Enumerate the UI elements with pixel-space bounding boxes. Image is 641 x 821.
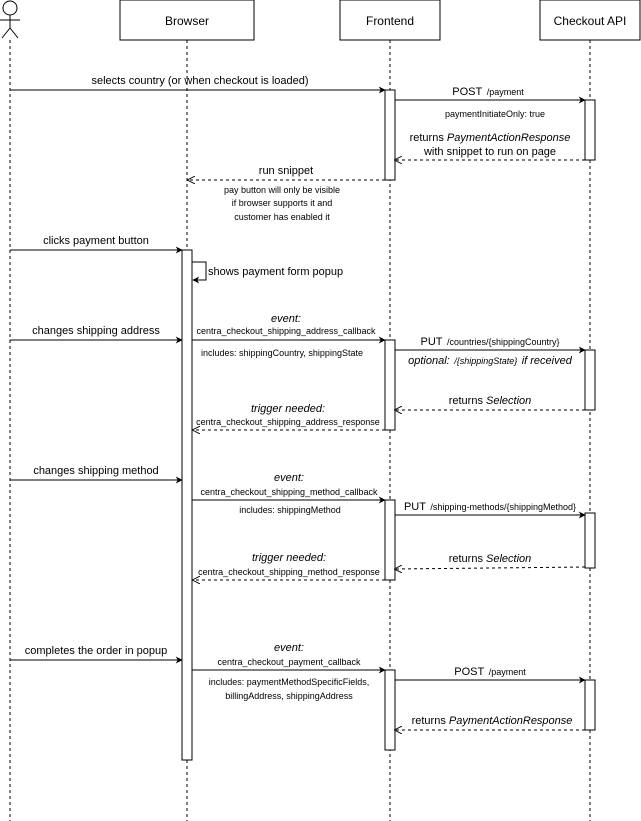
participant-browser-label: Browser	[165, 14, 209, 28]
message-arrow-shows-popup	[192, 261, 207, 284]
message-label-put-countries: PUT /countries/{shippingCountry}	[420, 332, 559, 349]
activation-bars	[181, 89, 596, 761]
message-label-returns-selection-2: returns Selection	[449, 553, 532, 565]
message-label-selects-country: selects country (or when checkout is loa…	[91, 75, 308, 87]
message-label-shows-popup: shows payment form popup	[208, 266, 343, 278]
participant-browser: Browser	[119, 0, 255, 41]
note-payment-includes-2: billingAddress, shippingAddress	[225, 691, 353, 701]
note-pay-button-3: customer has enabled it	[234, 212, 330, 222]
activation-frontend-4	[384, 669, 396, 751]
message-label-method-event: event:	[274, 472, 304, 484]
participant-frontend: Frontend	[339, 0, 441, 41]
message-label-clicks-payment: clicks payment button	[43, 235, 149, 247]
message-label-method-callback: centra_checkout_shipping_method_callback	[200, 487, 378, 497]
activation-frontend-1	[384, 89, 396, 181]
activation-browser	[181, 249, 193, 761]
note-payment-includes-1: includes: paymentMethodSpecificFields,	[209, 677, 370, 687]
note-pay-button-1: pay button will only be visible	[224, 185, 340, 195]
actor-figure	[0, 0, 20, 39]
message-label-payment-event: event:	[274, 642, 304, 654]
message-label-optional-state: optional: /{shippingState} if received	[408, 351, 573, 368]
message-label-address-response: centra_checkout_shipping_address_respons…	[196, 417, 380, 427]
activation-api-4	[584, 679, 596, 731]
message-label-address-callback: centra_checkout_shipping_address_callbac…	[196, 326, 376, 336]
message-label-with-snippet: with snippet to run on page	[423, 146, 556, 158]
activation-frontend-3	[384, 499, 396, 581]
activation-frontend-2	[384, 339, 396, 431]
message-label-trigger-address: trigger needed:	[251, 403, 325, 415]
participant-checkout-api-label: Checkout API	[554, 14, 627, 28]
message-label-completes-order: completes the order in popup	[25, 645, 167, 657]
note-pay-button-2: if browser supports it and	[232, 198, 333, 208]
activation-api-3	[584, 512, 596, 569]
message-label-changes-address: changes shipping address	[32, 325, 160, 337]
activation-api-2	[584, 349, 596, 411]
message-label-returns-par-1: returns PaymentActionResponse	[410, 132, 571, 144]
note-address-includes: includes: shippingCountry, shippingState	[201, 348, 363, 358]
note-payment-initiate-only: paymentInitiateOnly: true	[445, 109, 545, 119]
participant-frontend-label: Frontend	[366, 14, 414, 28]
message-label-post-payment-1: POST /payment	[452, 82, 524, 99]
message-label-address-event: event:	[271, 313, 301, 325]
message-label-post-payment-2: POST /payment	[454, 662, 526, 679]
message-label-put-methods: PUT /shipping-methods/{shippingMethod}	[404, 497, 576, 514]
message-label-changes-method: changes shipping method	[33, 465, 158, 477]
message-arrow-returns-selection-2	[395, 567, 586, 569]
activation-api-1	[584, 99, 596, 161]
message-label-trigger-method: trigger needed:	[252, 552, 326, 564]
message-label-run-snippet: run snippet	[259, 165, 313, 177]
message-label-payment-callback: centra_checkout_payment_callback	[217, 657, 361, 667]
message-label-method-response: centra_checkout_shipping_method_response	[198, 567, 380, 577]
message-label-returns-selection-1: returns Selection	[449, 395, 532, 407]
participant-checkout-api: Checkout API	[539, 0, 641, 41]
note-method-includes: includes: shippingMethod	[239, 505, 341, 515]
message-label-returns-par-2: returns PaymentActionResponse	[412, 715, 573, 727]
